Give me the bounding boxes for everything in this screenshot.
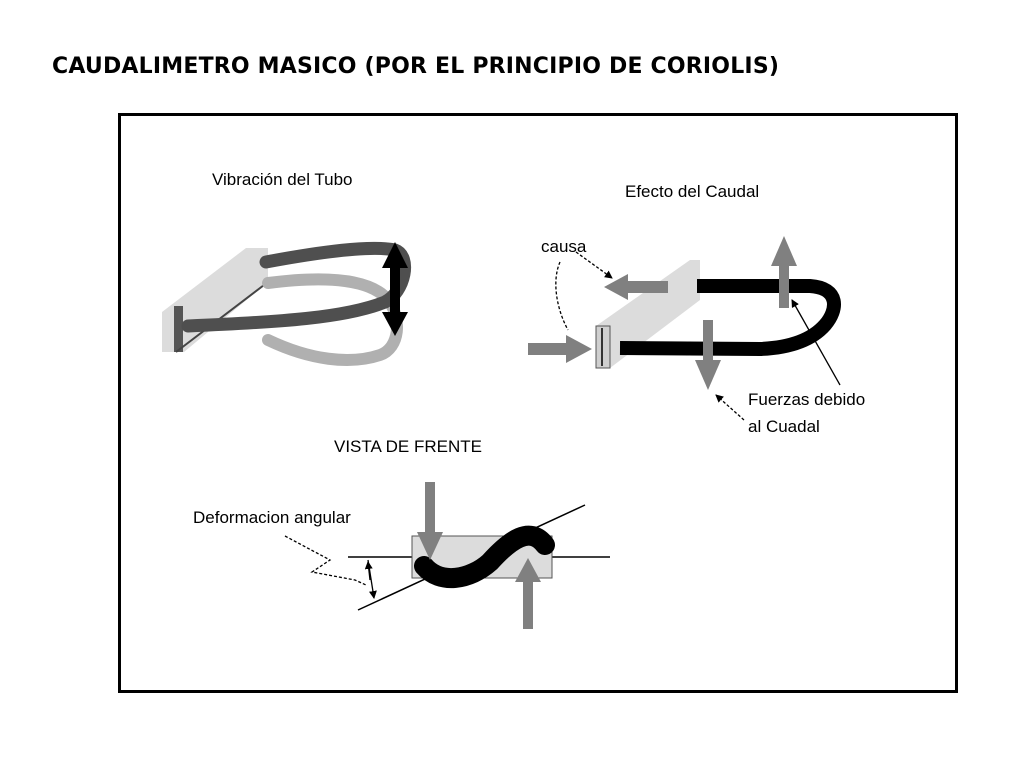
label-vibration: Vibración del Tubo bbox=[212, 170, 353, 189]
coriolis-force-down-arrow bbox=[695, 320, 721, 390]
forces-leader-line-2 bbox=[715, 394, 745, 421]
front-force-down-arrow bbox=[417, 482, 443, 560]
tube-rest bbox=[181, 241, 411, 333]
front-view-figure bbox=[284, 482, 610, 629]
angular-leader-line bbox=[284, 535, 367, 586]
front-force-up-arrow bbox=[515, 558, 541, 629]
label-forces-line1: Fuerzas debido bbox=[748, 390, 865, 409]
label-angular-deformation: Deformacion angular bbox=[193, 508, 351, 527]
vibration-double-arrow bbox=[382, 242, 408, 336]
label-front-view: VISTA DE FRENTE bbox=[334, 437, 482, 456]
flow-support-block bbox=[596, 260, 700, 368]
page-title: CAUDALIMETRO MASICO (POR EL PRINCIPIO DE… bbox=[52, 54, 780, 79]
tube-vibration-figure bbox=[162, 241, 411, 366]
cause-leader-line-2 bbox=[575, 251, 613, 279]
flow-inlet-arrow bbox=[528, 335, 592, 363]
flow-u-tube bbox=[619, 279, 841, 357]
flow-effect-figure bbox=[528, 236, 841, 421]
coriolis-force-up-arrow bbox=[771, 236, 797, 308]
mount-edge-line bbox=[175, 281, 269, 353]
label-cause: causa bbox=[541, 237, 587, 256]
cause-leader-line bbox=[555, 261, 569, 331]
angle-arc-top bbox=[364, 561, 373, 581]
reaction-arrow-left bbox=[604, 274, 668, 300]
forces-leader-line-1 bbox=[791, 299, 841, 386]
mount-edge bbox=[174, 306, 183, 352]
diagram-frame bbox=[118, 113, 958, 693]
label-forces-line2: al Cuadal bbox=[748, 417, 820, 436]
label-flow-effect: Efecto del Caudal bbox=[625, 182, 759, 201]
tube-front-s-shape bbox=[414, 525, 555, 588]
